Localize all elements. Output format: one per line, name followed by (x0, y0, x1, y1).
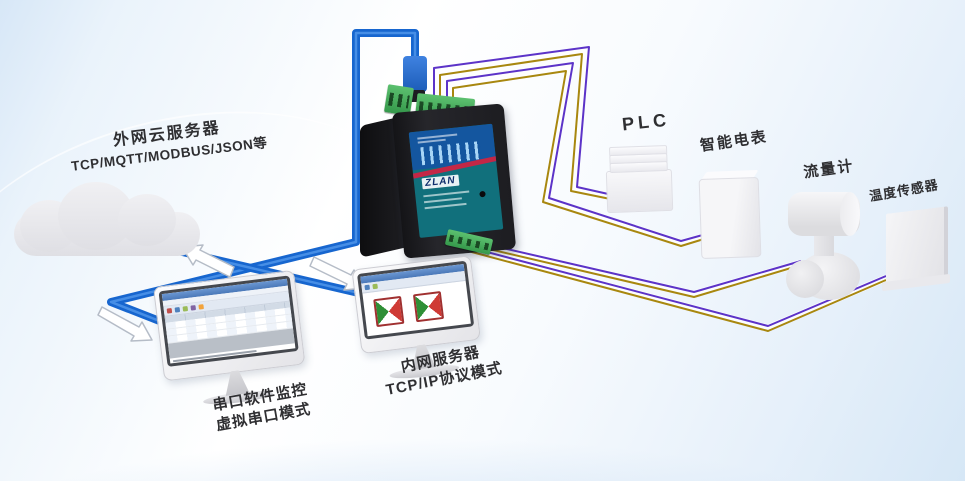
smart-meter-device (698, 169, 762, 260)
label-text-row (424, 203, 467, 210)
brand-logo: ZLAN (421, 174, 460, 190)
wire-yellow-plc (439, 53, 636, 205)
wire-halos (433, 46, 888, 332)
terminal-slots (388, 92, 410, 109)
smart-meter-body (698, 176, 762, 260)
flow-meter-base (786, 260, 824, 298)
gauge-icon (412, 291, 445, 323)
wire-purple-plc (433, 46, 636, 201)
device-label-panel: ZLAN (408, 123, 504, 238)
wire-halo (446, 63, 718, 247)
toolbar-icon (174, 307, 181, 313)
wire-purple-flow (445, 234, 802, 293)
flow-meter-neck (814, 234, 834, 256)
wire-halo (445, 233, 802, 298)
toolbar-icon (372, 283, 378, 290)
wire-yellow-temp (448, 245, 887, 332)
flow-meter-cap (840, 192, 860, 236)
toolbar-icon (182, 306, 189, 312)
monitor-frame (351, 255, 481, 355)
gauge-icon (373, 295, 405, 328)
plc-ridge (609, 160, 668, 174)
label-text-row (423, 197, 462, 204)
serial-software-window (161, 278, 296, 364)
wire-halo (433, 46, 636, 206)
background-wave (0, 401, 965, 481)
rj45-plug (403, 56, 427, 92)
plc-body (605, 168, 674, 214)
temperature-sensor-panel (886, 206, 948, 284)
wire-purple-meter (446, 62, 718, 242)
ethernet-cable-device-sheen (109, 31, 417, 331)
monitor-frame (152, 269, 306, 382)
cloud-shape (118, 194, 176, 246)
serial-device-server: ZLAN (352, 50, 517, 265)
arrow-to-cloud-icon (181, 244, 235, 278)
lan-server-window (360, 264, 471, 337)
temperature-sensor-device (882, 206, 952, 296)
flow-arrows (97, 244, 366, 342)
cloud-external-server (14, 182, 214, 262)
label-text-row (417, 138, 446, 144)
reset-button (479, 190, 486, 198)
toolbar-icon (198, 304, 204, 310)
toolbar-icon (166, 307, 173, 314)
wire-yellow-flow (445, 238, 802, 298)
plc-device (605, 145, 674, 214)
toolbar-icon (364, 284, 371, 291)
arrow-to-serial-monitor-icon (97, 306, 153, 342)
flow-meter-device (786, 192, 868, 312)
label-text-row (423, 190, 470, 198)
wire-yellow-meter (452, 70, 718, 247)
toolbar-icon (190, 305, 197, 311)
